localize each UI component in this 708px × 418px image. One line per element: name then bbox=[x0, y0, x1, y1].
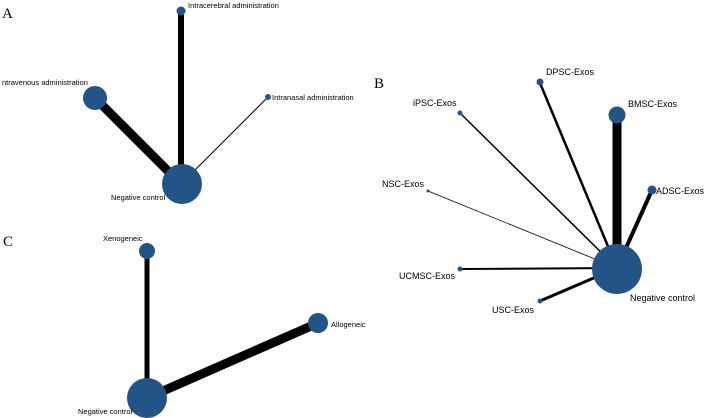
panel-a-label-intracerebral: Intracerebral administration bbox=[188, 1, 279, 10]
panel-b-node-ipsc bbox=[457, 110, 463, 116]
panel-b-node-adsc bbox=[647, 185, 657, 195]
panel-b-edge-dpsc bbox=[538, 82, 619, 269]
panel-a-edge-intravenous bbox=[91, 94, 185, 188]
panel-b-label-ipsc: iPSC-Exos bbox=[413, 98, 457, 108]
panel-b-label-ucmsc: UCMSC-Exos bbox=[399, 271, 456, 281]
panel-b-edge-ucmsc bbox=[459, 267, 618, 270]
panel-b-node-ucmsc bbox=[457, 266, 463, 272]
panel-a: A Intracerebral administration ntravenou… bbox=[2, 1, 354, 204]
panel-b-label-adsc: ADSC-Exos bbox=[656, 186, 705, 196]
panel-a-node-negative-control bbox=[162, 164, 202, 204]
panel-c-node-negative-control bbox=[127, 378, 167, 418]
panel-c-node-xenogeneic bbox=[139, 243, 155, 259]
panel-b-letter: B bbox=[374, 76, 384, 92]
panel-c-edge-allogeneic bbox=[145, 318, 320, 403]
panel-a-label-intravenous: ntravenous administration bbox=[2, 78, 88, 87]
panel-b-node-dpsc bbox=[536, 78, 544, 86]
panel-b-edge-nsc bbox=[427, 190, 618, 269]
panel-b-label-negative-control: Negative control bbox=[630, 293, 695, 303]
panel-b: B DPSC-Exos BMSC-Exos iPSC-Exos NSC-Exos… bbox=[374, 67, 705, 315]
panel-c-label-negative-control: Negative control bbox=[78, 407, 133, 416]
panel-b-node-bmsc bbox=[608, 106, 626, 124]
panel-b-node-negative-control bbox=[592, 244, 642, 294]
panel-a-node-intracerebral bbox=[176, 6, 186, 16]
panel-c: C Xenogeneic Allogeneic Negative control bbox=[3, 234, 366, 418]
panel-b-label-dpsc: DPSC-Exos bbox=[546, 67, 595, 77]
panel-a-node-intravenous bbox=[83, 86, 107, 110]
panel-a-node-intranasal bbox=[265, 94, 271, 100]
panel-c-label-allogeneic: Allogeneic bbox=[331, 320, 366, 329]
panel-b-node-usc bbox=[537, 298, 543, 304]
panel-b-edge-ipsc bbox=[459, 112, 618, 269]
panel-b-label-nsc: NSC-Exos bbox=[382, 179, 425, 189]
panel-b-label-usc: USC-Exos bbox=[492, 305, 535, 315]
panel-c-letter: C bbox=[3, 234, 13, 250]
panel-b-node-nsc bbox=[426, 189, 430, 193]
panel-a-label-intranasal: Intranasal administration bbox=[272, 93, 354, 102]
panel-c-label-xenogeneic: Xenogeneic bbox=[103, 234, 143, 243]
panel-c-node-allogeneic bbox=[308, 313, 328, 333]
panel-b-label-bmsc: BMSC-Exos bbox=[628, 99, 678, 109]
panel-a-label-negative-control: Negative control bbox=[111, 193, 166, 202]
panel-a-letter: A bbox=[2, 6, 13, 22]
